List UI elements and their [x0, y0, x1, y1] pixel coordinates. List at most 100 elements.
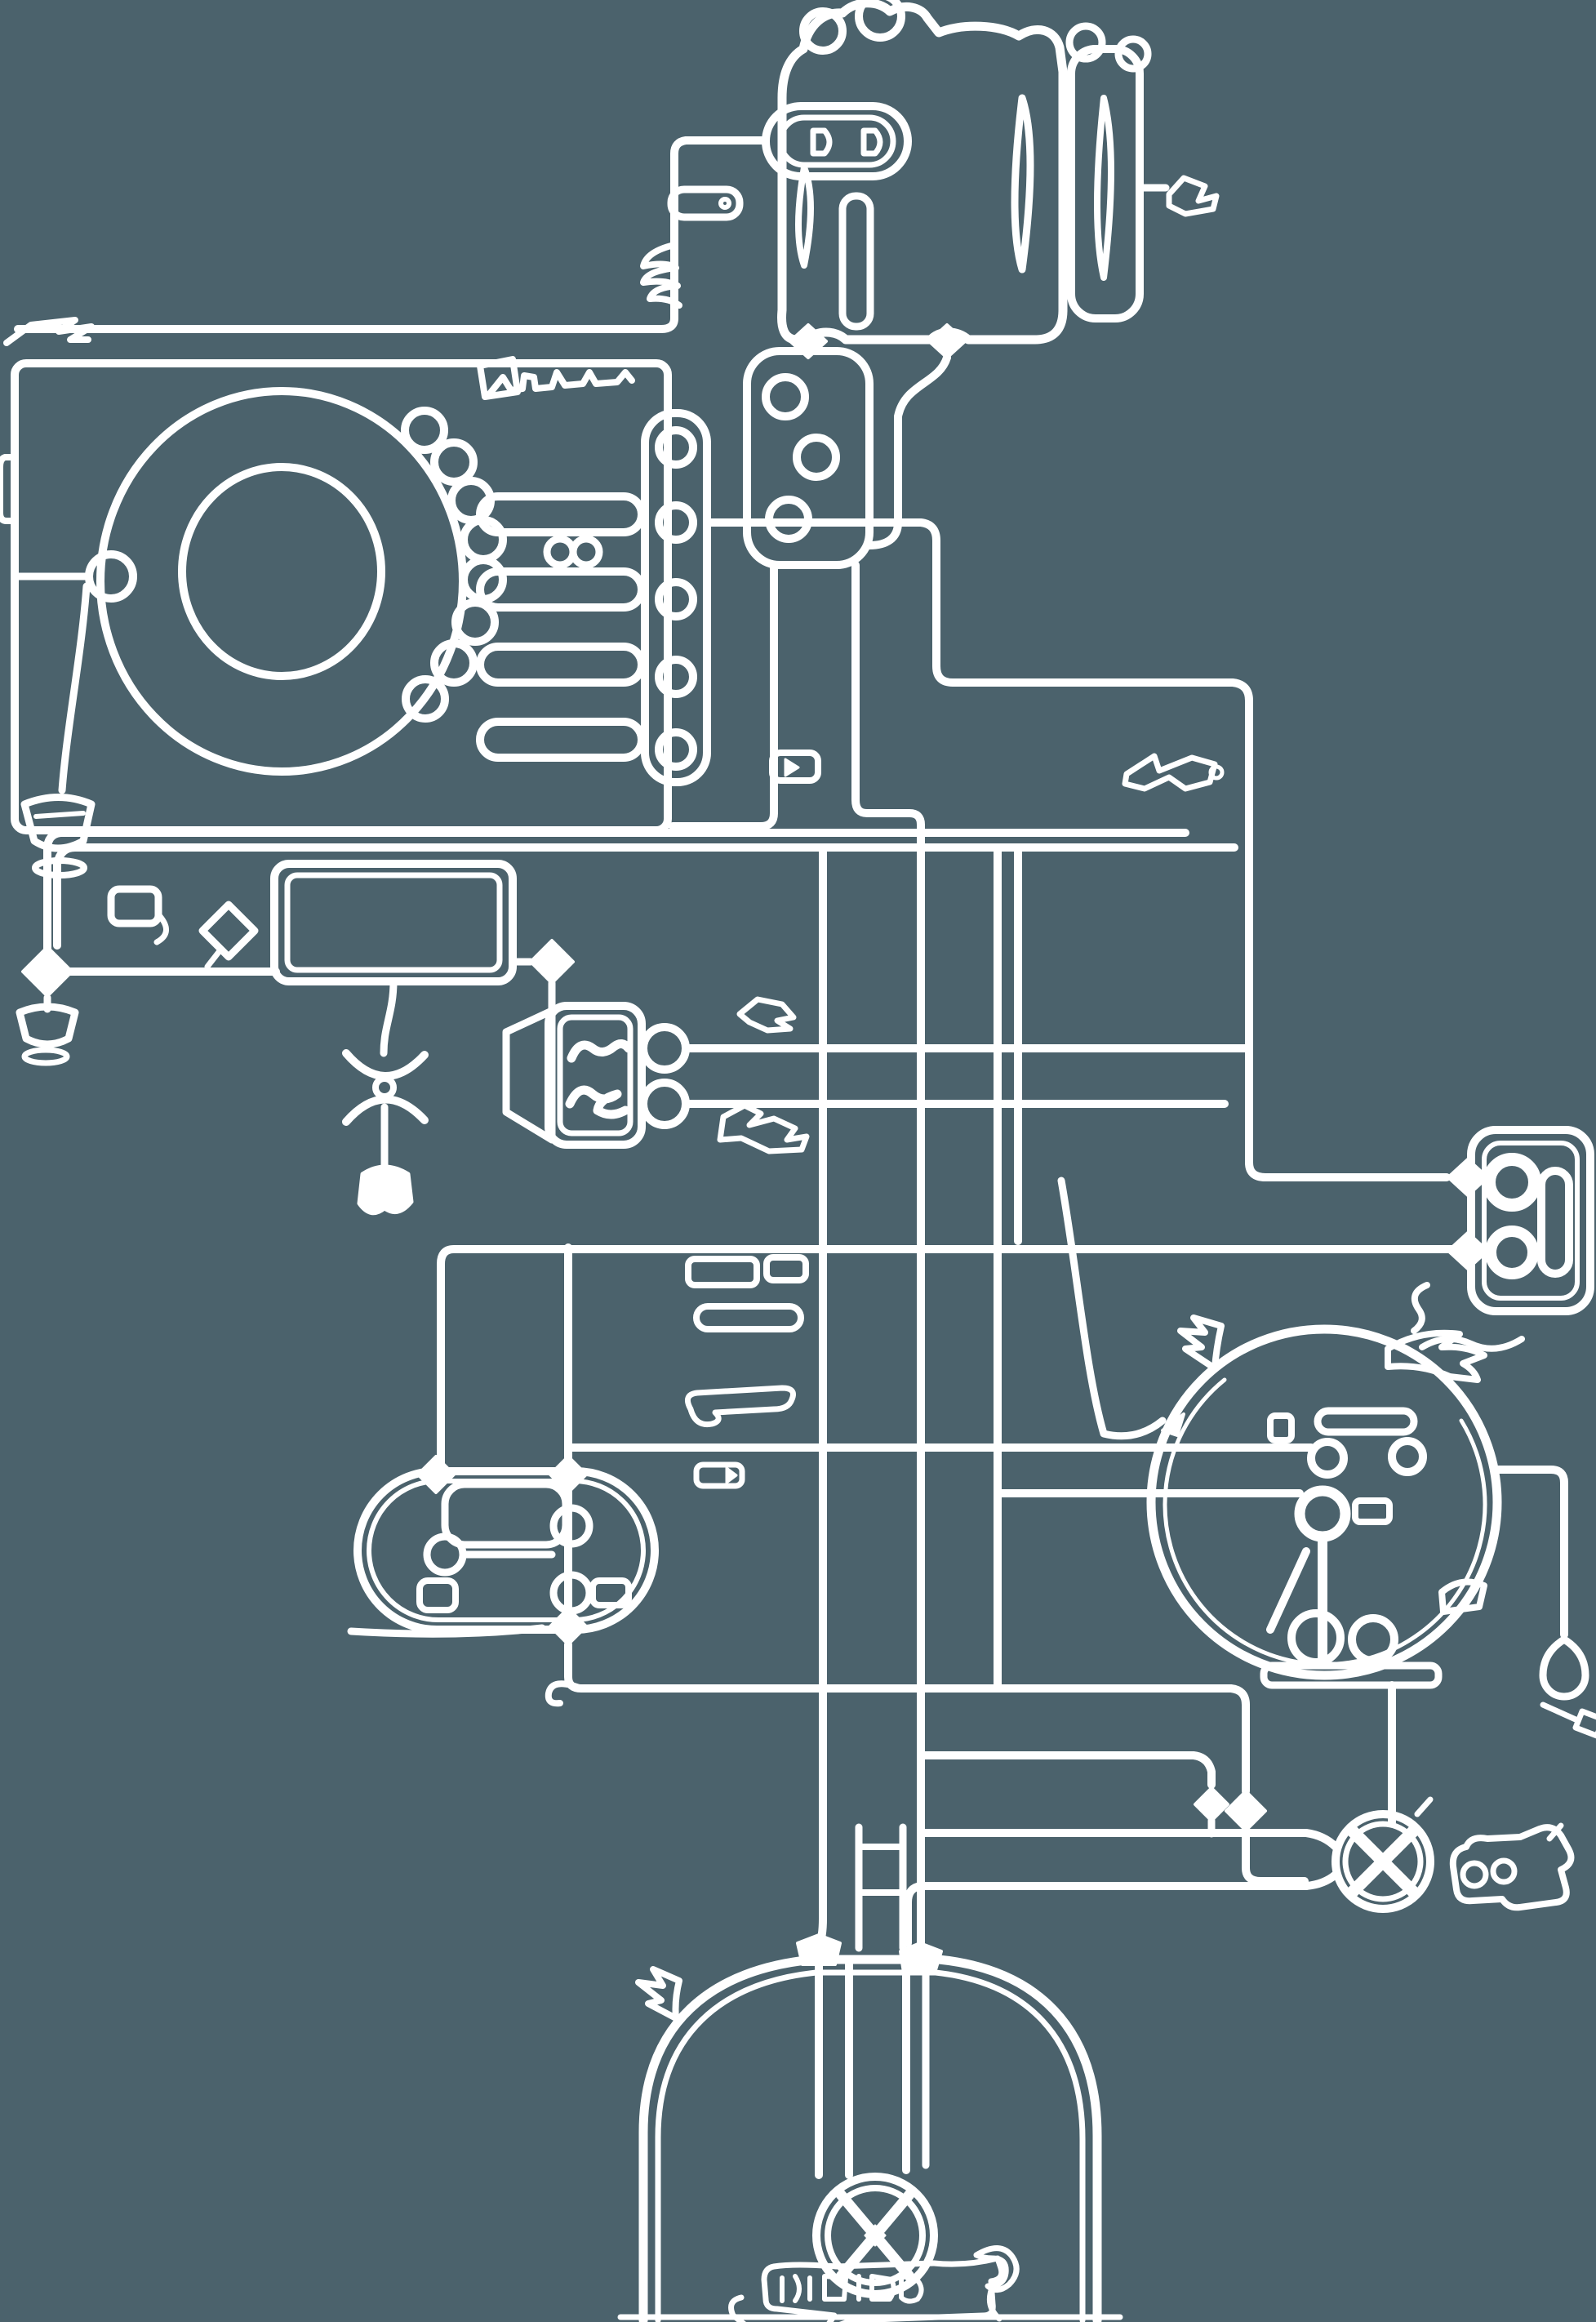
battery-feed-shape-4	[204, 949, 222, 970]
ignition-coil-switch-shape-5	[810, 127, 833, 157]
right-connector	[1411, 1126, 1594, 1352]
tail-lamp	[1331, 1796, 1575, 1913]
speedometer-shape-3	[1385, 1329, 1487, 1383]
magneto-housing-shape-1	[14, 136, 768, 333]
fuse-strip-shape-4	[693, 1461, 745, 1489]
speedometer-shape-11	[1266, 1547, 1310, 1634]
battery-shape-8	[529, 939, 575, 985]
right-connector-shape-1	[1482, 1141, 1580, 1301]
horn-shape-6	[549, 1504, 593, 1548]
speedometer-shape-10	[1352, 1497, 1393, 1525]
battery-shape-3	[342, 1049, 429, 1080]
tail-lamp-shape-0	[1331, 1810, 1434, 1913]
horn-shape-11	[549, 1607, 588, 1646]
main-bus-wires-shape-17	[784, 758, 800, 777]
ignition-coil-switch-shape-2	[855, 0, 905, 42]
horn-shape-3	[423, 1532, 467, 1577]
bottom-bus-wires-shape-2	[1225, 1790, 1267, 1832]
battery-shape-5	[372, 1075, 397, 1100]
headlamp-label-scribble-shape-7	[899, 2274, 924, 2304]
junction-cluster-shape-1	[743, 347, 874, 569]
ignition-coil-switch-shape-13	[1065, 22, 1106, 63]
speedometer-shape-15	[1260, 1661, 1443, 1689]
tail-lamp-shape-5	[1449, 1824, 1575, 1911]
right-connector-shape-0	[1467, 1126, 1594, 1315]
flywheel-magneto-shape-8	[401, 407, 448, 454]
ignition-coil-switch-shape-6	[860, 127, 883, 157]
battery-feed-shape-1	[107, 885, 162, 927]
regulator-terminal-bank-shape-11	[569, 535, 603, 569]
junction-cluster-shape-2	[762, 373, 809, 420]
magneto-housing-shape-5	[3, 317, 95, 346]
bottom-bus-wires-shape-5	[1194, 1786, 1229, 1822]
magneto-housing-shape-3	[718, 197, 731, 210]
flywheel-magneto-shape-9	[430, 438, 478, 486]
speedometer-shape-17	[1493, 1466, 1568, 1639]
tail-lamp-shape-4	[1414, 1796, 1434, 1817]
right-connector-shape-7	[1411, 1282, 1430, 1334]
headlamp-label-scribble-shape-8	[973, 2245, 1020, 2293]
headlamp-shape-3	[635, 1966, 682, 2022]
switch-box-shape-9	[736, 996, 797, 1034]
regulator-terminal-bank-shape-8	[476, 643, 646, 687]
headlamp	[617, 1933, 1123, 2322]
headlamp-shape-14	[864, 2224, 887, 2247]
switch-box-shape-1	[545, 1002, 646, 1149]
horn-shape-2	[441, 1480, 570, 1549]
switch-box-shape-2	[557, 1014, 634, 1137]
ignition-coil-switch-shape-7	[838, 192, 874, 331]
magneto-housing-shape-4	[640, 242, 682, 309]
regulator-terminal-bank	[476, 356, 711, 786]
bottom-bus-wires-shape-8	[904, 1882, 1310, 1947]
speedometer-shape-2	[1177, 1314, 1225, 1372]
fuse-strip-shape-2	[693, 1303, 804, 1332]
ignition-coil-switch-shape-12	[1067, 45, 1144, 322]
flywheel-magneto-shape-15	[402, 675, 449, 723]
regulator-terminal-bank-shape-10	[543, 535, 577, 569]
horn-shape-1	[367, 1479, 646, 1622]
speedometer-shape-14	[1348, 1614, 1398, 1665]
ignition-coil-switch-shape-3	[762, 102, 912, 180]
headlamp-shape-8	[796, 1933, 842, 1966]
junction-cluster-shape-0	[865, 354, 951, 549]
horn-shape-8	[589, 1577, 632, 1608]
ignition-coil-switch-shape-9	[795, 164, 814, 269]
main-bus-wires-shape-10	[437, 1245, 1467, 1470]
fuse-strip-shape-1	[763, 1254, 809, 1283]
horn-shape-9	[416, 1455, 456, 1494]
battery	[270, 860, 575, 1216]
flywheel-magneto-shape-1	[178, 463, 385, 680]
main-bus-wires-shape-16	[769, 750, 821, 784]
ignition-coil-switch-shape-1	[799, 7, 847, 55]
speedometer-shape-12	[1438, 1578, 1487, 1615]
ignition-coil-switch-shape-8	[1011, 94, 1034, 274]
ignition-coil-switch	[762, 0, 1220, 359]
headlamp-label-scribble-shape-10	[728, 2294, 746, 2322]
battery-feed	[56, 885, 280, 976]
right-connector-shape-6	[1447, 1231, 1489, 1270]
junction-cluster-shape-3	[793, 434, 840, 481]
switch-box-shape-4	[565, 1085, 630, 1119]
speedometer-shape-20	[1572, 1708, 1596, 1739]
regulator-terminal-bank-shape-1	[655, 426, 697, 469]
main-bus-wires-shape-1	[53, 843, 1238, 950]
bottom-bus-wires-shape-9	[1302, 1870, 1340, 1890]
bottom-bus-wires-shape-0	[564, 1640, 1250, 1795]
fuse-strip	[684, 1177, 1185, 1489]
main-bus-wires-shape-4	[16, 1003, 79, 1048]
fuse-strip-shape-0	[685, 1256, 760, 1288]
speedometer-shape-13	[1287, 1609, 1345, 1666]
speedometer-shape-5	[1314, 1407, 1418, 1436]
junction-cluster	[669, 347, 951, 1954]
bottom-bus-wires-shape-4	[917, 1751, 1216, 1789]
regulator-terminal-bank-shape-5	[655, 728, 697, 771]
switch-box-shape-10	[717, 1102, 810, 1154]
magneto-housing-shape-6	[0, 454, 18, 524]
flywheel-magneto-shape-6	[33, 811, 86, 819]
tail-lamp-shape-6	[1460, 1860, 1489, 1889]
main-bus-wires-shape-5	[21, 1047, 70, 1066]
fuse-strip-shape-3	[684, 1385, 796, 1428]
speedometer-shape-18	[1539, 1635, 1589, 1701]
right-connector-shape-8	[1419, 1335, 1525, 1352]
tail-lamp-shape-3	[1345, 1824, 1420, 1899]
